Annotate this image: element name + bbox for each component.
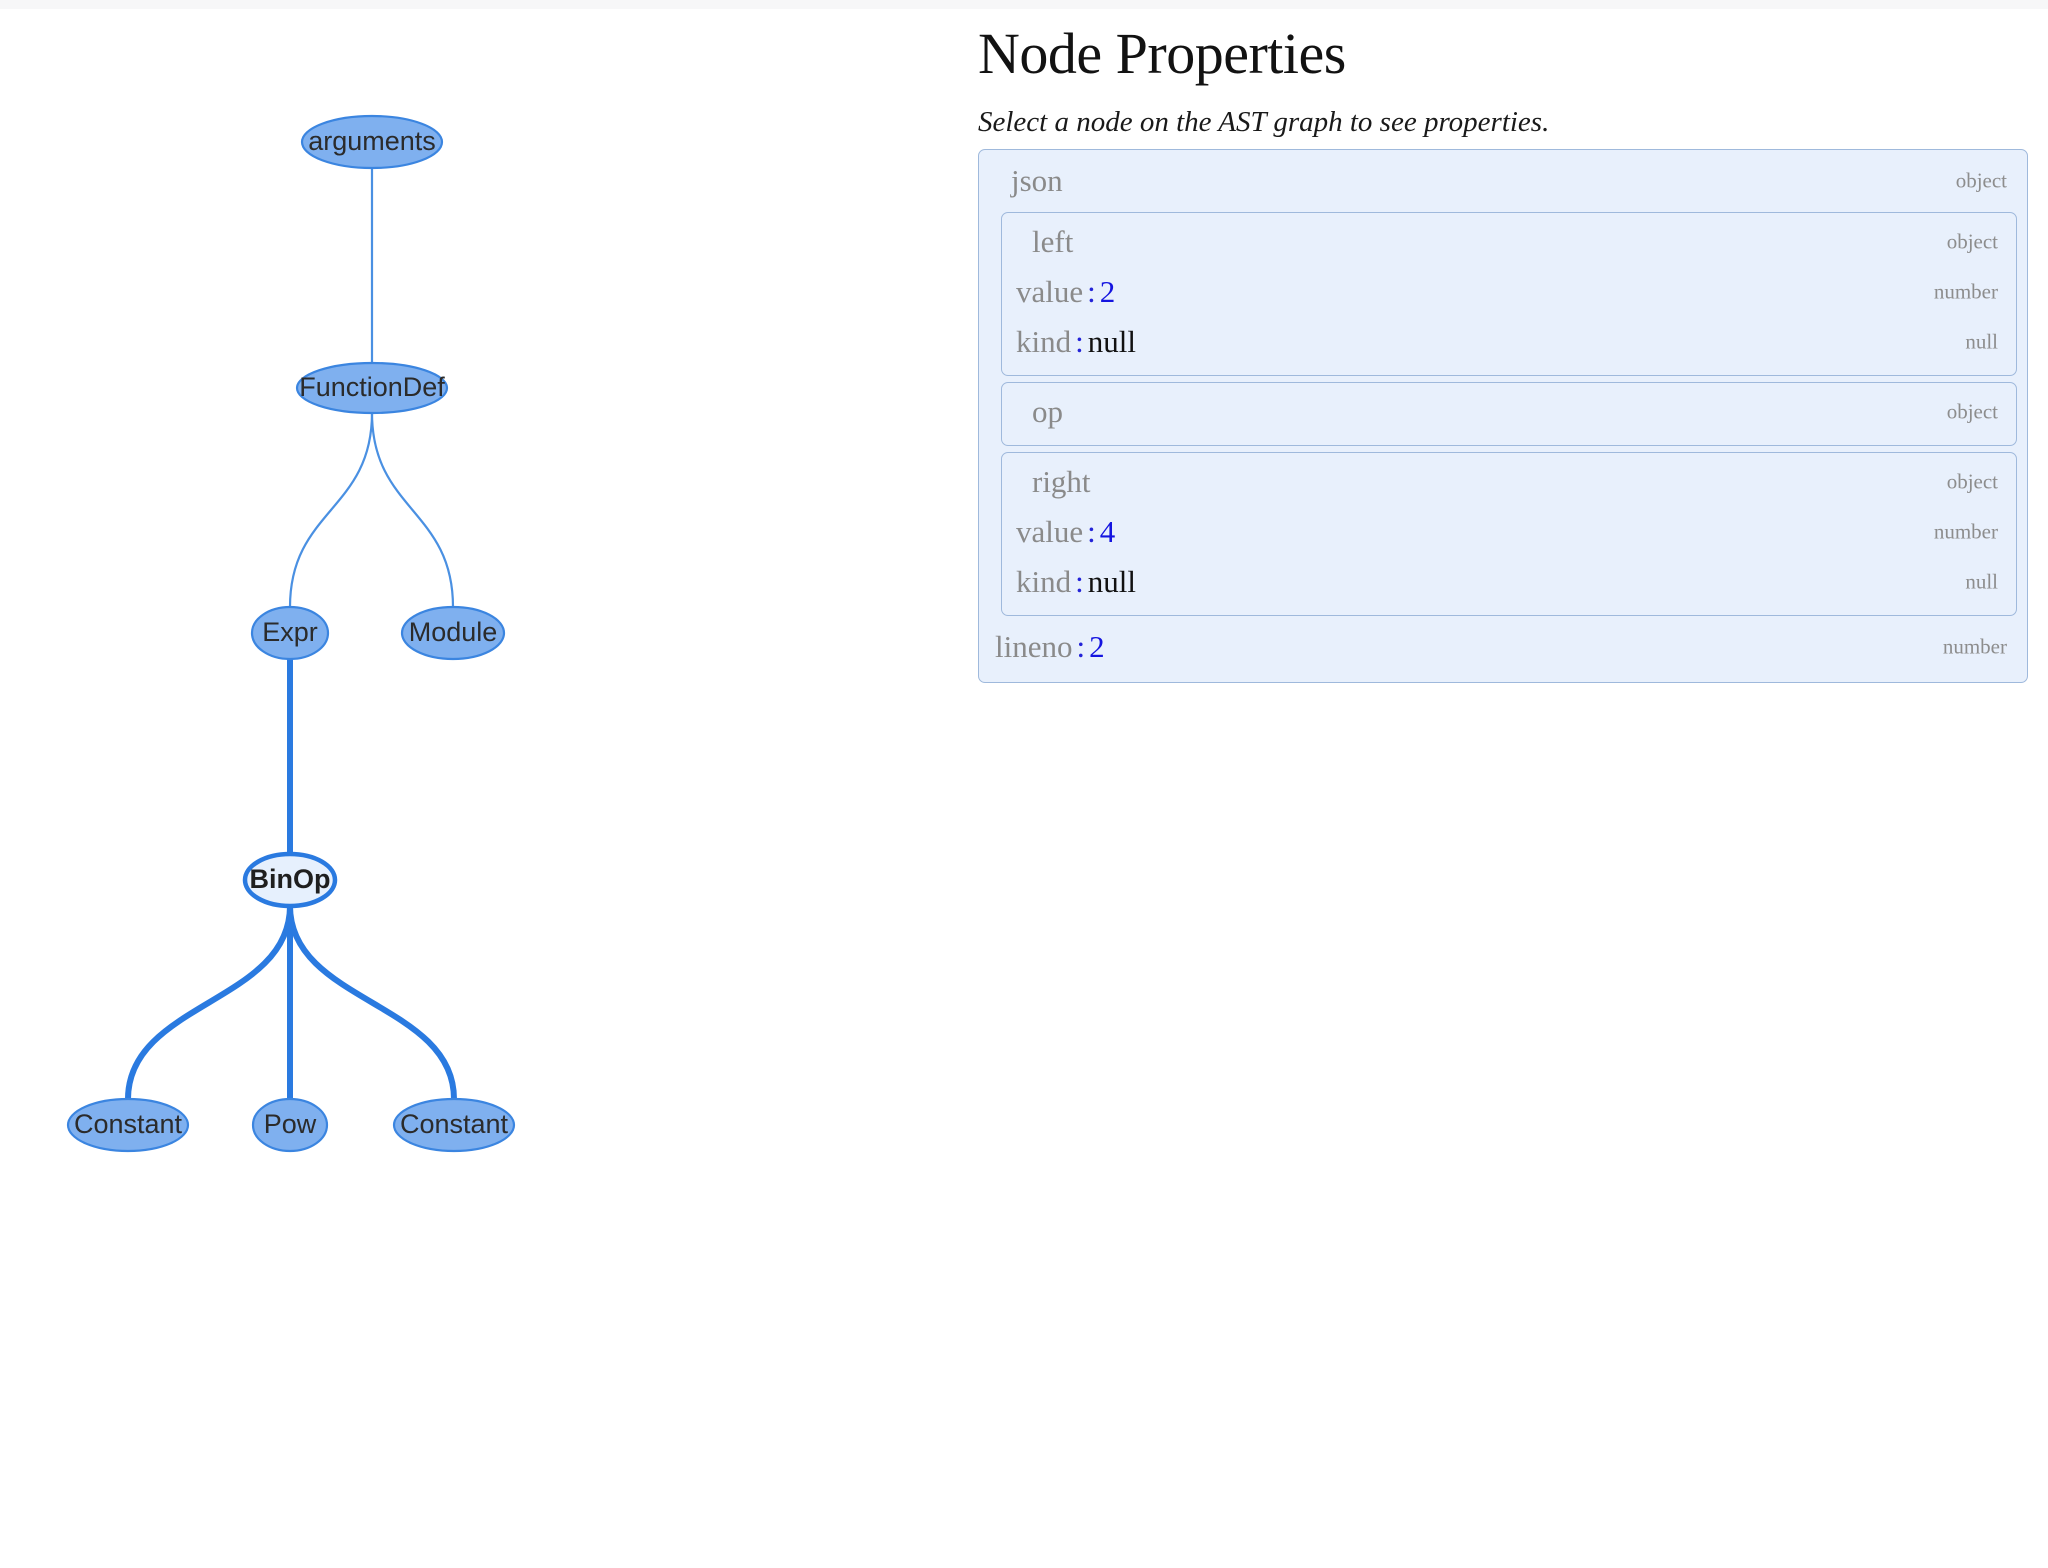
json-left-key: left [1032, 223, 1074, 259]
json-right-kind-value: null [1087, 563, 1136, 599]
node-ellipse-expr[interactable] [250, 605, 330, 661]
json-left-value-value: 2 [1099, 273, 1116, 309]
json-right-kind-type: null [1965, 569, 1998, 594]
edge-functiondef-to-module [370, 412, 455, 608]
json-left-header: left object [1010, 217, 2008, 267]
json-lineno-type: number [1942, 634, 2007, 659]
json-left-kind-key: kind [1016, 323, 1072, 359]
edge-binop-to-constant-l [125, 905, 293, 1100]
json-op-key: op [1032, 393, 1063, 429]
graph-node-pow[interactable]: Pow [251, 1097, 329, 1153]
node-ellipse-module[interactable] [400, 605, 506, 661]
json-tail-host: lineno:2 number [989, 622, 2017, 672]
node-label-constant-l: Constant [74, 1109, 183, 1139]
node-ellipse-functiondef[interactable] [295, 361, 449, 415]
node-ellipse-constant-l[interactable] [66, 1097, 190, 1153]
graph-node-functiondef[interactable]: FunctionDef [295, 361, 449, 415]
node-label-pow: Pow [264, 1109, 317, 1139]
json-left-kind-colon: : [1075, 323, 1084, 359]
node-ellipse-arguments[interactable] [300, 114, 444, 170]
graph-node-module[interactable]: Module [400, 605, 506, 661]
json-right-key: right [1032, 463, 1091, 499]
graph-node-expr[interactable]: Expr [250, 605, 330, 661]
json-op-type: object [1946, 399, 1998, 424]
graph-node-binop[interactable]: BinOp [242, 851, 338, 909]
page-title: Node Properties [978, 21, 1346, 86]
json-right-value-type: number [1933, 519, 1998, 544]
json-right-kind-colon: : [1075, 563, 1084, 599]
node-label-binop: BinOp [250, 864, 331, 894]
json-lineno-colon: : [1076, 628, 1086, 664]
node-label-expr: Expr [262, 617, 318, 647]
json-left-kind-type: null [1965, 329, 1998, 354]
json-right-header: right object [1010, 457, 2008, 507]
json-right-value-colon: : [1087, 513, 1096, 549]
json-left-value-colon: : [1087, 273, 1096, 309]
json-lineno-value: 2 [1089, 628, 1105, 664]
node-ellipse-binop[interactable] [242, 851, 338, 909]
edge-binop-to-constant-r [287, 905, 457, 1100]
node-label-functiondef: FunctionDef [299, 372, 445, 402]
json-right-type: object [1946, 469, 1998, 494]
node-label-arguments: arguments [308, 126, 436, 156]
top-strip [0, 0, 2048, 9]
node-properties-pane: Node Properties Select a node on the AST… [978, 9, 2028, 683]
json-right-kind-key: kind [1016, 563, 1072, 599]
json-right-value-value: 4 [1099, 513, 1116, 549]
node-label-module: Module [409, 617, 498, 647]
json-root-type: object [1955, 168, 2007, 193]
json-left-value-key: value [1016, 273, 1084, 309]
json-left-kind-value: null [1087, 323, 1136, 359]
json-op-panel[interactable]: op object [1001, 381, 2017, 446]
graph-node-constant-r[interactable]: Constant [392, 1097, 516, 1153]
panel-subtitle: Select a node on the AST graph to see pr… [978, 105, 1550, 138]
node-ellipse-pow[interactable] [251, 1097, 329, 1153]
json-lineno-key: lineno [995, 628, 1073, 664]
json-right-value-row: value:4 number [1010, 507, 2008, 557]
json-op-header: op object [1010, 387, 2008, 437]
json-right-value-key: value [1016, 513, 1084, 549]
graph-edges [125, 168, 457, 1100]
json-left-type: object [1946, 229, 1998, 254]
node-ellipse-constant-r[interactable] [392, 1097, 516, 1153]
node-label-constant-r: Constant [400, 1109, 509, 1139]
json-root-header: json object [989, 156, 2017, 206]
json-left-value-type: number [1933, 279, 1998, 304]
json-lineno-row: lineno:2 number [989, 622, 2017, 672]
edge-functiondef-to-expr [288, 412, 374, 608]
json-root-key: json [1011, 162, 1063, 198]
graph-node-constant-l[interactable]: Constant [66, 1097, 190, 1153]
json-left-value-row: value:2 number [1010, 267, 2008, 317]
graph-node-arguments[interactable]: arguments [300, 114, 444, 170]
